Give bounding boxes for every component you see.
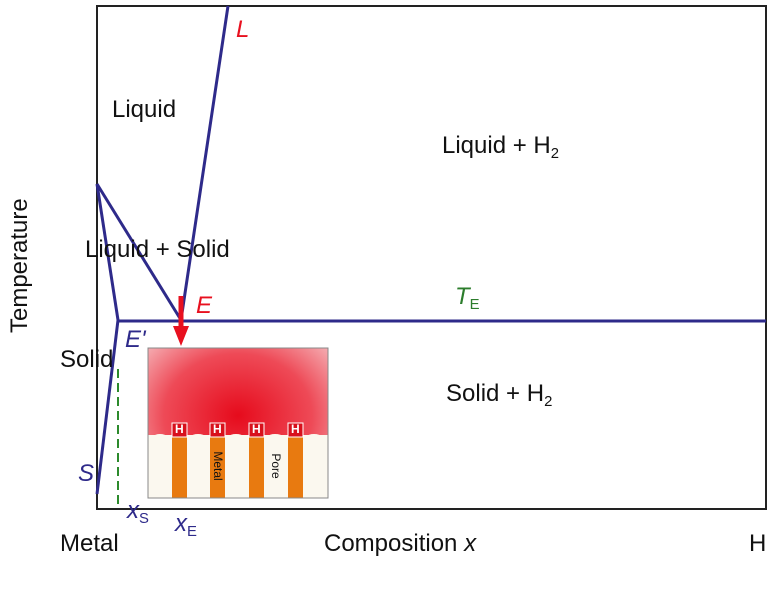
hydrogen-box xyxy=(287,422,304,438)
x-axis-label: Composition x xyxy=(324,530,477,557)
inset-metal-label: Metal xyxy=(211,451,225,481)
pore-cap xyxy=(150,434,172,445)
inset-pore-label: Pore xyxy=(269,453,283,479)
point-E-prime-label: E' xyxy=(125,326,146,353)
point-E-label: E xyxy=(196,292,213,319)
inset-h-label: H xyxy=(213,422,222,436)
metal-column xyxy=(172,436,187,498)
x-axis-left-label: Metal xyxy=(60,530,119,557)
plot-frame xyxy=(96,5,767,510)
solidus-line-lower xyxy=(95,319,120,495)
liquidus-line-L xyxy=(179,5,230,321)
inset-h-label: H xyxy=(175,422,184,436)
metal-column xyxy=(210,436,225,498)
region-liquid-h2: Liquid + H2 xyxy=(442,132,560,163)
region-solid: Solid xyxy=(60,346,114,373)
hydrogen-box xyxy=(171,422,188,438)
xs-label: xS xyxy=(127,497,149,528)
solidus-line-upper xyxy=(95,183,120,321)
eutectic-arrow-head xyxy=(173,326,189,346)
inset-h-label: H xyxy=(291,422,300,436)
y-axis-label: Temperature xyxy=(6,198,33,333)
region-solid-h2: Solid + H2 xyxy=(446,380,553,411)
metal-column xyxy=(249,436,264,498)
pore-cap xyxy=(225,434,249,445)
region-liquid-solid: Liquid + Solid xyxy=(85,236,230,263)
pore-cap xyxy=(303,434,326,445)
inset-border xyxy=(147,347,329,499)
x-axis-right-label: H xyxy=(749,530,767,557)
hydrogen-box xyxy=(248,422,265,438)
point-S-label: S xyxy=(78,460,95,487)
metal-column xyxy=(288,436,303,498)
point-L-label: L xyxy=(236,16,250,43)
inset-h-label: H xyxy=(252,422,261,436)
xe-label: xE xyxy=(175,510,197,541)
region-liquid: Liquid xyxy=(112,96,177,123)
eutectic-temperature-label: TE xyxy=(455,283,480,314)
inset-pore-structure xyxy=(147,347,329,499)
pore-cap xyxy=(264,434,288,445)
hydrogen-box xyxy=(209,422,226,438)
pore-cap xyxy=(187,434,210,445)
liquidus-line-metal xyxy=(95,183,183,321)
